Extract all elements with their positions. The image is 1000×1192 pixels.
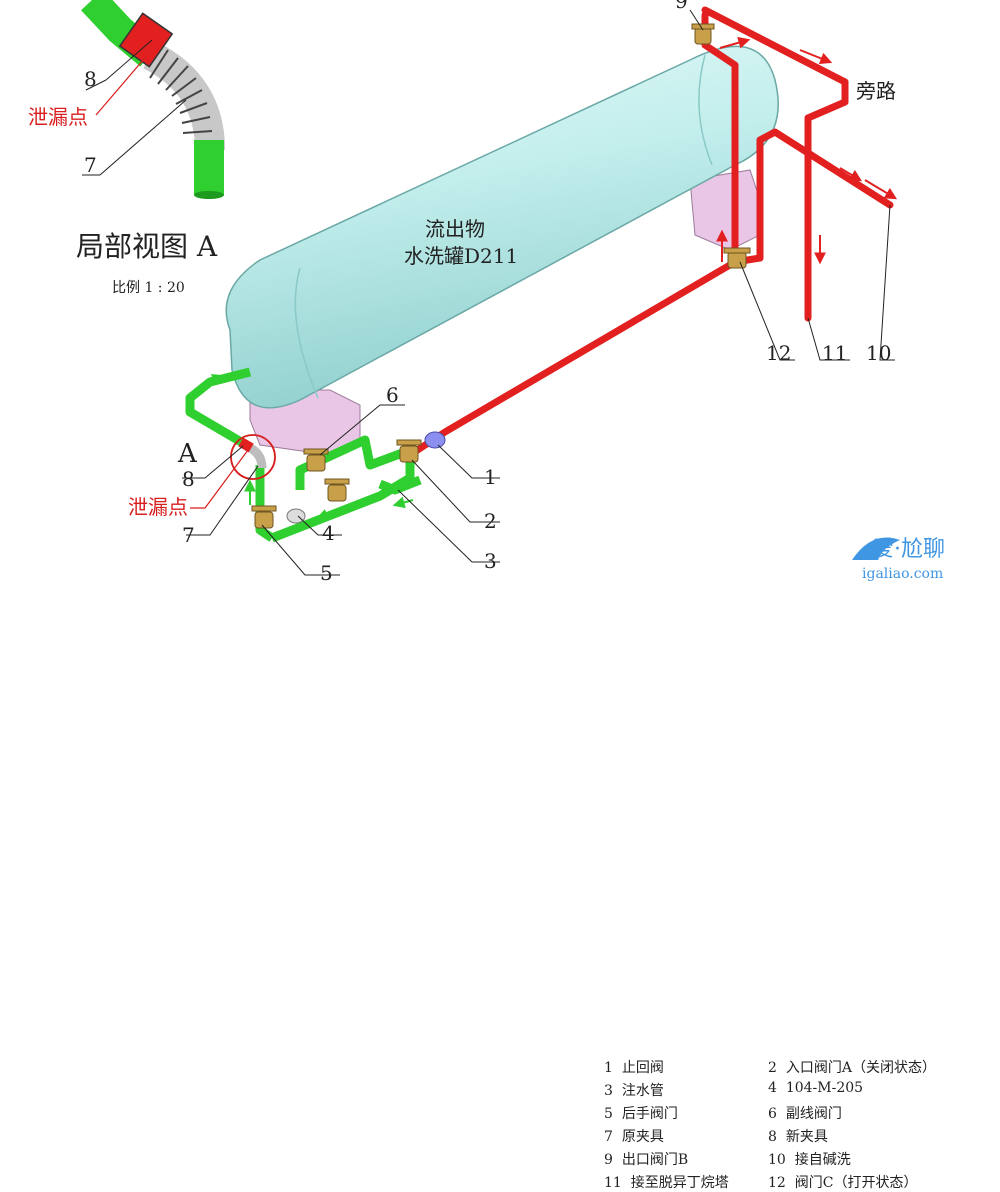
detail-leak-label: 泄漏点 [28,105,88,129]
red-pipe-main-feed [406,258,739,459]
leader-2 [411,459,500,523]
leak-point: A [177,434,276,480]
diagram-svg: 8 泄漏点 7 局部视图 A 比例 1 : 20 流出物 水洗罐D211 [28,0,945,585]
red-pipe-riser-right [756,128,894,262]
callout-6: 6 [386,383,399,407]
leader-11 [807,317,850,361]
legend-item-9: 9 出口阀门B [604,1152,689,1168]
callout-10: 10 [866,341,891,365]
bypass-label: 旁路 [856,79,896,103]
green-pipe-drop [255,465,275,542]
callout-12: 12 [766,341,791,365]
tank-label-line2: 水洗罐D211 [404,244,518,268]
leader-4 [297,515,342,536]
detail-leader-leak [95,51,151,116]
red-pipe-bypass-down [804,78,849,322]
detail-callout-8: 8 [84,67,97,91]
leader-10 [879,204,895,361]
red-pipe-top-run [701,6,849,86]
flow-arrows-green [199,374,414,521]
valves [251,23,751,529]
leader-8 [182,445,244,479]
tank-seam-left [294,267,319,399]
watermark: 爱·尬聊 igaliao.com [852,537,945,582]
tank-label-line1: 流出物 [425,217,485,241]
callout-numbers: 9 12 11 10 6 1 2 3 4 5 8 7 [182,0,891,585]
section-a-marker: A [177,439,198,469]
section-a-circle [230,434,276,480]
callout-3: 3 [484,549,497,573]
valve-6 [303,448,329,472]
leader-7 [186,465,259,536]
flow-arrows-red [716,36,898,265]
legend-item-8: 8 新夹具 [768,1129,828,1145]
instrument-4 [286,508,306,524]
callout-11: 11 [822,341,847,365]
watermark-brand: 爱·尬聊 [872,537,945,562]
callout-9: 9 [675,0,688,13]
main-leak-label: 泄漏点 [128,495,188,519]
detail-leader-7 [99,99,187,176]
legend-item-10: 10 接自碱洗 [768,1152,851,1168]
legend-item-3: 3 注水管 [604,1083,664,1099]
tank-seam-right [698,54,713,166]
check-valve-1 [424,431,446,449]
diagram-canvas: 8 泄漏点 7 局部视图 A 比例 1 : 20 流出物 水洗罐D211 [28,0,945,1191]
detail-view-title: 局部视图 A [76,230,218,263]
legend-item-12: 12 阀门C（打开状态） [768,1175,918,1191]
leader-6 [319,404,405,456]
leader-9 [689,9,704,31]
green-pipe-injection [378,475,422,495]
tank-body [225,45,779,409]
tank-group: 流出物 水洗罐D211 [225,45,779,456]
leader-lines [182,9,895,576]
legend-item-11: 11 接至脱异丁烷塔 [604,1175,729,1191]
valve-9 [691,23,715,45]
valve-2 [396,439,422,463]
legend-item-7: 7 原夹具 [604,1129,664,1145]
callout-4: 4 [322,521,335,545]
callout-2: 2 [484,509,497,533]
legend-item-4: 4 104-M-205 [768,1080,864,1096]
leader-leak-main [190,449,249,509]
detail-clamp-rings [149,49,213,134]
valve-12 [723,247,751,269]
callout-5: 5 [320,561,333,585]
green-pipe-bypass [295,435,407,490]
valve-5 [251,505,277,529]
leader-5 [261,524,340,576]
leader-1 [437,444,500,479]
leader-3 [397,489,500,563]
legend-item-5: 5 后手阀门 [604,1106,678,1122]
detail-view-scale: 比例 1 : 20 [112,280,185,296]
detail-callout-7: 7 [84,153,97,177]
legend-item-6: 6 副线阀门 [768,1106,842,1122]
callout-1: 1 [484,465,497,489]
leader-12 [739,261,795,361]
detail-pipe-end [194,191,224,199]
callout-8: 8 [182,467,195,491]
detail-leader-8b [85,79,107,91]
legend-item-1: 1 止回阀 [604,1060,664,1076]
detail-leader-8 [105,39,153,81]
detail-new-clamp [118,12,174,68]
valve-lower [324,478,350,502]
legend-item-2: 2 入口阀门A（关闭状态） [768,1060,936,1076]
watermark-logo-icon [852,537,900,560]
detail-view: 8 泄漏点 7 局部视图 A 比例 1 : 20 [28,0,225,296]
leak-new-clamp [238,437,254,453]
watermark-site: igaliao.com [862,566,943,582]
callout-7: 7 [182,523,195,547]
